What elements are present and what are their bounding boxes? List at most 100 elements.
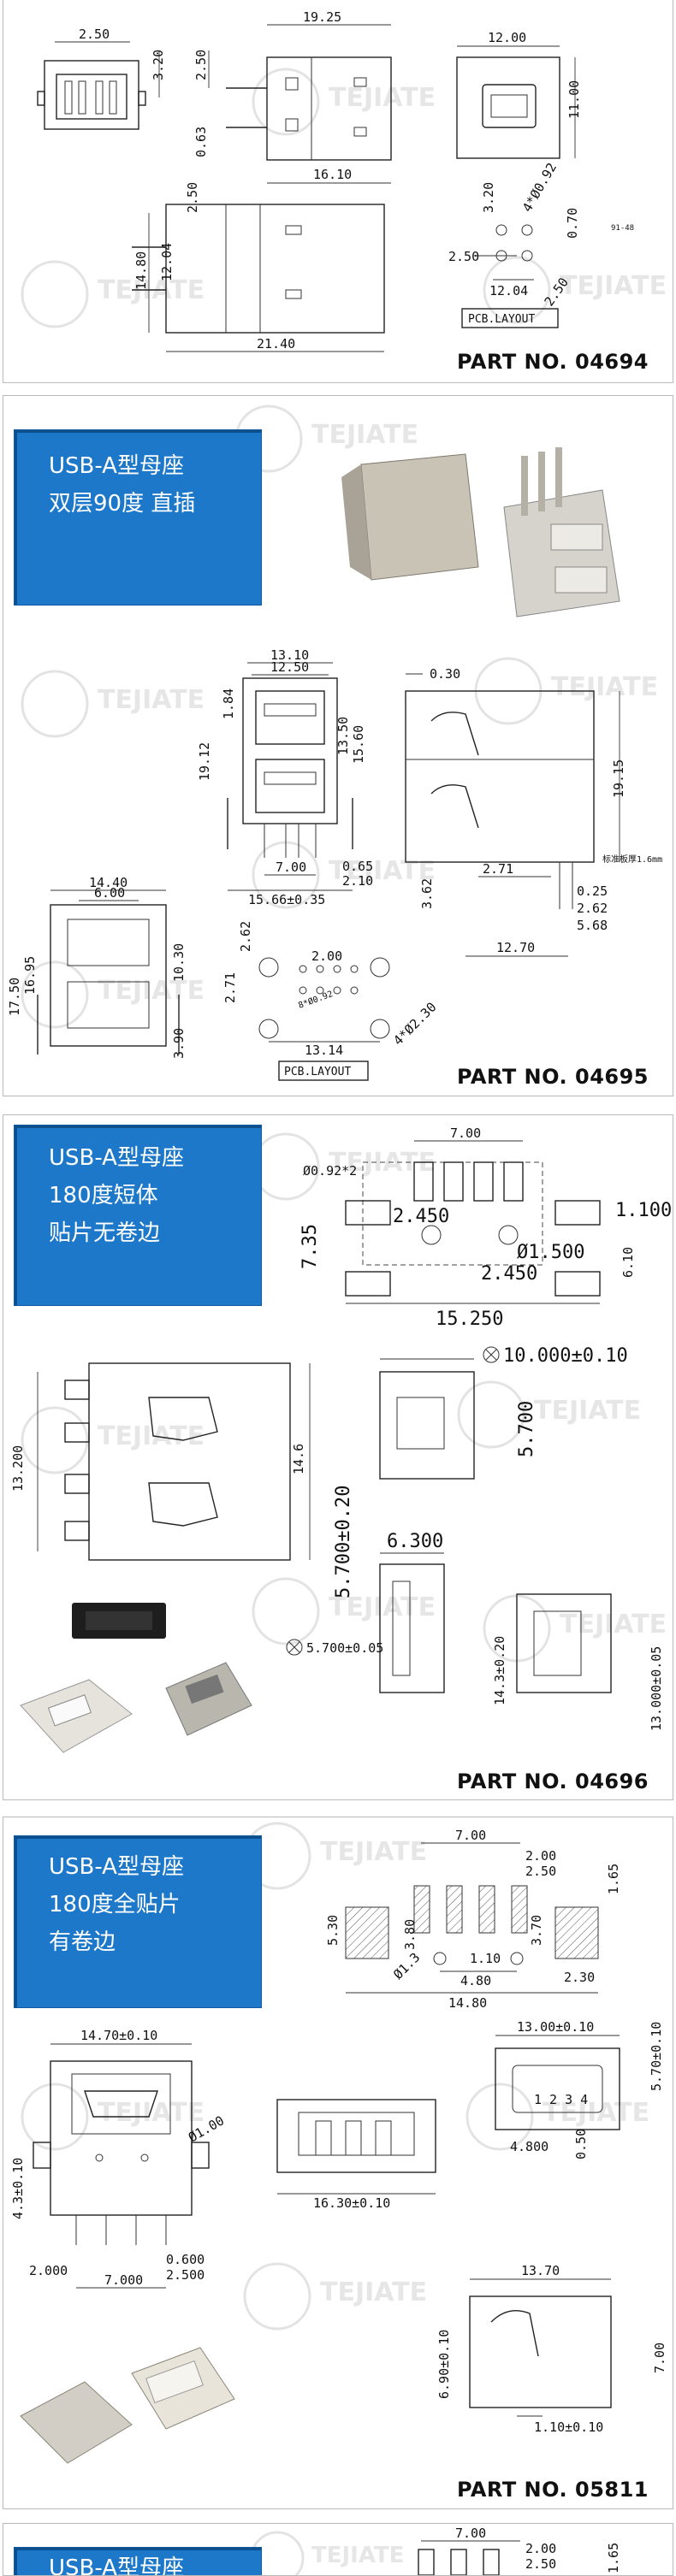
svg-text:TEJIATE: TEJIATE (320, 1837, 427, 1867)
svg-text:TEJIATE: TEJIATE (320, 2278, 427, 2307)
svg-text:2.30: 2.30 (564, 1970, 595, 1985)
svg-text:TEJIATE: TEJIATE (560, 271, 667, 301)
svg-text:1.10: 1.10 (470, 1951, 501, 1966)
product-photo (20, 2347, 235, 2464)
svg-text:14.70±0.10: 14.70±0.10 (80, 2028, 157, 2043)
top-view: 14.80 12.04 2.50 21.40 (132, 182, 385, 352)
svg-text:12.04: 12.04 (159, 243, 175, 281)
drawing-04694: TEJIATE TEJIATE TEJIATE 2.50 3.20 (21, 9, 667, 352)
svg-text:6.300: 6.300 (387, 1531, 443, 1552)
svg-text:7.00: 7.00 (455, 2526, 486, 2541)
pin-view: 16.30±0.10 (276, 2099, 436, 2211)
svg-text:3.70: 3.70 (529, 1915, 544, 1946)
svg-text:13.200: 13.200 (10, 1445, 26, 1492)
svg-text:2.71: 2.71 (483, 861, 513, 877)
drawing-04695: TEJIATE TEJIATE TEJIATE TEJIATE TEJIATE (7, 405, 662, 1081)
svg-text:0.25: 0.25 (577, 883, 608, 899)
svg-text:TEJIATE: TEJIATE (311, 420, 418, 450)
svg-text:16.95: 16.95 (22, 956, 38, 995)
side-view: 19.25 2.50 0.63 16.10 (193, 9, 392, 184)
pcb-layout-04695: 2.62 2.00 2.71 8*Ø0.92 13.14 4*Ø2.30 PCB… (222, 921, 440, 1081)
product-photos (20, 1603, 252, 1753)
svg-text:0.65: 0.65 (342, 859, 373, 874)
watermark: TEJIATE TEJIATE TEJIATE TEJIATE TEJIATE (21, 405, 658, 1029)
svg-text:2.62: 2.62 (238, 921, 253, 952)
svg-text:Ø1.3: Ø1.3 (390, 1950, 423, 1982)
svg-text:TEJIATE: TEJIATE (311, 2543, 404, 2568)
panel-04695: TEJIATE TEJIATE TEJIATE TEJIATE TEJIATE (3, 395, 673, 1096)
svg-text:4*Ø2.30: 4*Ø2.30 (390, 999, 439, 1048)
svg-text:TEJIATE: TEJIATE (98, 2098, 205, 2128)
svg-text:5.700±0.05: 5.700±0.05 (306, 1640, 383, 1656)
part-number: PART NO. 04696 (456, 1770, 649, 1793)
svg-text:19.12: 19.12 (197, 742, 212, 781)
svg-text:14.80: 14.80 (133, 251, 149, 290)
svg-text:1.100: 1.100 (615, 1200, 672, 1221)
svg-text:3.90: 3.90 (171, 1028, 187, 1059)
part-number: PART NO. 04695 (456, 1065, 649, 1089)
end-view: 12.00 11.00 (456, 30, 582, 159)
svg-text:TEJIATE: TEJIATE (98, 1421, 205, 1451)
end-views: 6.300 5.700±0.05 14.3±0.20 13.000±0.05 (286, 1531, 664, 1731)
watermark: TEJIATE TEJIATE TEJIATE TEJIATE (21, 1822, 649, 2331)
svg-text:5.700: 5.700 (516, 1401, 537, 1457)
svg-text:0.30: 0.30 (430, 666, 460, 682)
svg-text:TEJIATE: TEJIATE (98, 685, 205, 715)
side-view: 10.000±0.10 5.700 5.700±0.20 (333, 1345, 628, 1598)
svg-text:7.00: 7.00 (455, 1828, 486, 1843)
svg-text:12.50: 12.50 (270, 659, 309, 675)
svg-text:8*Ø0.92: 8*Ø0.92 (297, 989, 335, 1011)
svg-text:TEJIATE: TEJIATE (534, 1396, 641, 1426)
svg-text:13.70: 13.70 (521, 2263, 560, 2278)
svg-text:13.50: 13.50 (335, 717, 351, 755)
svg-text:1.65: 1.65 (606, 1864, 621, 1894)
svg-text:10.000±0.10: 10.000±0.10 (503, 1345, 628, 1367)
svg-text:1.65: 1.65 (606, 2543, 621, 2573)
svg-text:TEJIATE: TEJIATE (98, 976, 205, 1006)
svg-text:3.62: 3.62 (419, 878, 435, 909)
svg-text:12.00: 12.00 (488, 30, 526, 45)
title-line: 有卷边 (49, 1929, 116, 1955)
svg-text:15.60: 15.60 (351, 725, 366, 764)
svg-text:13.10: 13.10 (270, 647, 309, 663)
front-view: 13.10 12.50 1.84 19.12 13.50 15.60 0.65 … (197, 647, 373, 907)
product-photo (341, 447, 620, 617)
svg-text:14.6: 14.6 (291, 1444, 306, 1474)
svg-text:2.50: 2.50 (525, 1864, 556, 1879)
svg-text:14.80: 14.80 (448, 1995, 487, 2011)
svg-text:0.63: 0.63 (193, 127, 209, 157)
svg-text:2.000: 2.000 (29, 2263, 68, 2278)
svg-text:19.15: 19.15 (611, 759, 626, 798)
part-number: PART NO. 04694 (456, 350, 649, 374)
svg-text:2.450: 2.450 (393, 1206, 449, 1227)
drawing-05811: TEJIATE TEJIATE TEJIATE TEJIATE 7.00 2.0… (10, 1822, 667, 2464)
drawing-next: TEJIATE 7.00 2.00 2.50 1.65 (250, 2526, 621, 2575)
watermark: TEJIATE (250, 2531, 404, 2575)
svg-text:5.700±0.20: 5.700±0.20 (333, 1486, 354, 1598)
svg-text:2.450: 2.450 (481, 1263, 537, 1285)
title-line: 180度全贴片 (49, 1892, 181, 1917)
svg-text:3.20: 3.20 (151, 50, 166, 80)
drawing-04696: TEJIATE TEJIATE TEJIATE TEJIATE TEJIATE … (10, 1126, 672, 1753)
svg-text:1.84: 1.84 (221, 688, 236, 719)
svg-text:14.3±0.20: 14.3±0.20 (492, 1636, 507, 1705)
svg-text:0.70: 0.70 (565, 208, 580, 239)
part-number: PART NO. 05811 (456, 2478, 649, 2502)
svg-text:16.10: 16.10 (313, 167, 352, 182)
svg-text:Ø1.500: Ø1.500 (517, 1242, 584, 1263)
svg-text:TEJIATE: TEJIATE (329, 856, 436, 886)
svg-text:2.50: 2.50 (185, 182, 200, 213)
front-view: 14.70±0.10 Ø1.00 4.3±0.10 0.600 2.000 2.… (10, 2028, 227, 2289)
svg-text:5.68: 5.68 (577, 918, 608, 933)
svg-text:0.50: 0.50 (573, 2129, 589, 2159)
title-badge: USB-A型母座 180度全贴片 有卷边 (15, 1836, 261, 2007)
svg-text:21.40: 21.40 (257, 336, 295, 352)
panel-next: TEJIATE 7.00 2.00 2.50 1.65 USB-A型母座 (3, 2523, 673, 2576)
side-view: 13.70 6.90±0.10 7.00 1.10±0.10 (436, 2263, 667, 2435)
svg-text:4.80: 4.80 (460, 1973, 491, 1988)
title-badge: USB-A型母座 双层90度 直插 (15, 430, 261, 605)
title-line: 双层90度 直插 (49, 491, 196, 517)
svg-text:1.10±0.10: 1.10±0.10 (534, 2419, 603, 2435)
svg-text:6.10: 6.10 (620, 1247, 636, 1278)
